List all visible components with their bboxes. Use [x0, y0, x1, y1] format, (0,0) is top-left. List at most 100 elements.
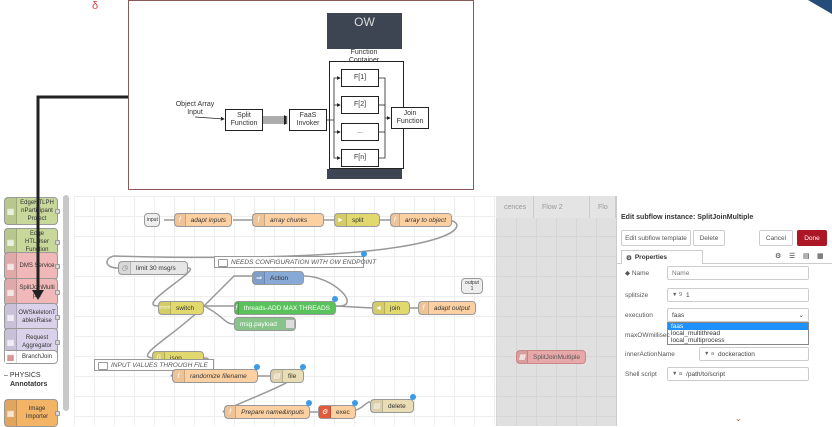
split-function-box: Split Function — [225, 109, 263, 131]
splitsize-label: splitsize — [625, 292, 649, 299]
randomize-filename-node[interactable]: f randomize filename — [172, 369, 258, 383]
tab-properties[interactable]: ⚙ Properties — [621, 250, 703, 264]
node-palette: δ ▦ EdgeHTLPH nParticipant Project ▦ Edg… — [0, 0, 98, 427]
name-input[interactable] — [667, 266, 809, 280]
cancel-button[interactable]: Cancel — [759, 230, 793, 246]
option-local-multithread[interactable]: local_multithread — [671, 330, 721, 337]
action-icon: ⇒ — [253, 272, 265, 284]
gear-icon: ⚙ — [319, 406, 331, 418]
changed-indicator — [332, 296, 338, 302]
container-base — [327, 169, 402, 179]
file-node[interactable]: ▤ file — [270, 369, 304, 383]
palette-node-branchjoin[interactable]: ▦ BranchJoin — [4, 350, 58, 364]
node-icon: ▦ — [5, 198, 17, 224]
subflow-instance-node[interactable]: ▦ SplitJoinMultiple — [516, 350, 586, 364]
list-icon[interactable]: ☰ — [789, 253, 796, 260]
edit-template-button[interactable]: Edit subflow template — [621, 230, 691, 246]
output-port[interactable] — [55, 340, 60, 345]
splitsize-field[interactable]: ▼ 9 1 — [667, 288, 809, 302]
array-to-object-node[interactable]: f array to object — [390, 213, 452, 227]
output-port[interactable] — [55, 240, 60, 245]
node-label: array to object — [404, 216, 446, 224]
input-node[interactable]: input — [144, 213, 160, 227]
callout-arrow — [32, 95, 128, 300]
limit-node[interactable]: ◷ limit 30 msg/s — [118, 261, 188, 275]
output-node[interactable]: output 1 — [461, 278, 483, 294]
edit-subflow-panel: Edit subflow instance: SplitJoinMultiple… — [616, 196, 832, 426]
output-port[interactable] — [55, 315, 60, 320]
action-node[interactable]: ⇒ Action — [252, 271, 304, 285]
output-port[interactable] — [55, 290, 60, 295]
execution-label: execution — [625, 312, 653, 319]
chevron-down-icon[interactable]: ⌄ — [735, 414, 742, 423]
node-label: msg.payload — [240, 320, 277, 328]
config-comment[interactable]: NEEDS CONFIGURATION WITH OW ENDPOINT — [214, 256, 376, 268]
output-port[interactable] — [55, 209, 60, 214]
input-values-comment[interactable]: INPUT VALUES THROUGH FILE — [94, 359, 214, 371]
number-type-icon[interactable]: ▼ 9 — [672, 292, 683, 298]
array-chunks-node[interactable]: f array chunks — [252, 213, 324, 227]
node-label: split — [352, 216, 364, 224]
changed-indicator — [254, 364, 260, 370]
split-node[interactable]: ► split — [334, 213, 380, 227]
node-label: Action — [270, 274, 289, 282]
output-port[interactable] — [55, 411, 60, 416]
switch-icon: ⩶ — [159, 302, 171, 314]
architecture-diagram: OW Function Container Object Array Input… — [128, 0, 474, 190]
debug-toggle[interactable] — [285, 319, 295, 329]
switch-node[interactable]: ⩶ switch — [158, 301, 204, 315]
shell-script-field[interactable]: ▼ a /path/to/script — [667, 367, 809, 381]
tab-sequences[interactable]: cences — [496, 196, 534, 218]
palette-node-image-importer[interactable]: ▦ Image Importer — [4, 399, 60, 427]
function-icon: f — [253, 214, 265, 226]
string-type-icon[interactable]: ▼ a — [704, 351, 715, 357]
output-port[interactable] — [55, 264, 60, 269]
name-label-wrap: ◆ Name — [625, 269, 649, 277]
palette-section-header[interactable]: – PHYSICS — [4, 372, 41, 379]
exec-node[interactable]: ⚙ exec — [318, 405, 356, 419]
tab-flow-2[interactable]: Flow 2 — [534, 196, 590, 218]
node-icon: ▦ — [5, 329, 17, 355]
changed-indicator — [300, 364, 306, 370]
palette-node-owskeleton[interactable]: ▦ OWSkeletonT ablesRaise — [4, 303, 60, 331]
function-icon: f — [235, 302, 239, 314]
function-container-label: Function Container — [348, 49, 380, 64]
f1-box: F[1] — [341, 69, 379, 87]
function-icon: f — [419, 302, 429, 314]
delete-icon: ▤ — [371, 400, 383, 412]
option-faas[interactable]: faas — [668, 323, 808, 330]
flow-workspace[interactable]: input f adapt inputs f array chunks ► sp… — [74, 196, 496, 426]
execution-select[interactable]: faas ⌄ — [667, 308, 809, 322]
inactive-workspace[interactable]: cences Flow 2 Flo ▦ SplitJoinMultiple — [496, 196, 616, 426]
adapt-output-node[interactable]: f adapt output — [418, 301, 476, 315]
delete-button[interactable]: Delete — [693, 230, 725, 246]
node-icon: ▦ — [5, 229, 17, 255]
execution-dropdown: faas local_multithread local_multiproces… — [667, 322, 809, 345]
done-button[interactable]: Done — [797, 230, 827, 246]
join-function-box: Join Function — [391, 107, 429, 129]
tab-label: Properties — [634, 254, 667, 261]
join-node[interactable]: ◄ join — [372, 301, 410, 315]
changed-indicator — [410, 394, 416, 400]
file-icon: ▤ — [271, 370, 283, 382]
split-icon: ► — [335, 214, 347, 226]
tab-flow-3[interactable]: Flo — [590, 196, 616, 218]
node-label: 1 — [470, 286, 474, 292]
settings-icon[interactable]: ⚙ — [775, 253, 782, 260]
function-icon: f — [175, 214, 186, 226]
delete-node[interactable]: ▤ delete — [370, 399, 414, 413]
adapt-inputs-node[interactable]: f adapt inputs — [174, 213, 232, 227]
document-icon[interactable]: ▤ — [803, 253, 810, 260]
inner-action-value: dockeraction — [718, 350, 755, 358]
msg-payload-node[interactable]: msg.payload — [234, 317, 296, 331]
tab-bar: ⚙ Properties ⚙ ☰ ▤ ▦ — [617, 250, 832, 264]
node-label: output — [465, 280, 479, 286]
threads-node[interactable]: f threads-ADD MAX THREADS — [234, 301, 336, 315]
prepare-inputs-node[interactable]: f Prepare name&inputs — [224, 405, 310, 419]
inner-action-field[interactable]: ▼ a dockeraction — [699, 347, 809, 361]
string-type-icon[interactable]: ▼ a — [672, 371, 683, 377]
palette-scrollbar[interactable] — [63, 195, 69, 411]
option-local-multiprocess[interactable]: local_multiprocess — [671, 337, 725, 344]
fdots-box: ... — [341, 123, 379, 141]
grid-icon[interactable]: ▦ — [817, 253, 824, 260]
